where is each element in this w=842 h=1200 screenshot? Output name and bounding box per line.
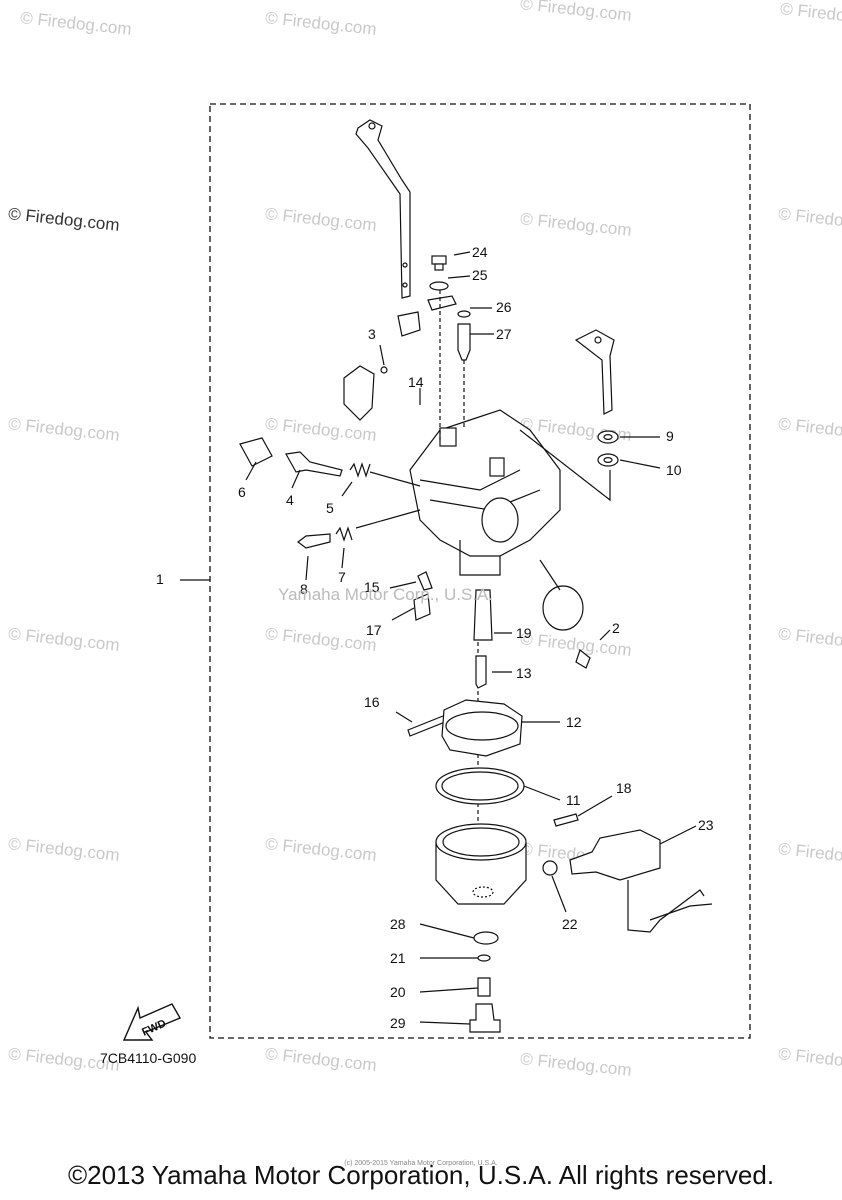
- diagram-watermark: Yamaha Motor Corp., U.S.A.: [278, 585, 494, 604]
- washer-22: [542, 860, 558, 876]
- diaphragm-cover: [542, 585, 584, 631]
- screw-8: [297, 533, 331, 549]
- callout-2: 2: [612, 620, 620, 636]
- jet-13: [475, 655, 487, 689]
- plate-25b: [427, 295, 457, 311]
- washer-25: [429, 281, 449, 291]
- callout-3: 3: [368, 326, 376, 342]
- callout-17: 17: [366, 622, 382, 638]
- assembly-boundary: [209, 103, 751, 1039]
- jet-27: [457, 323, 471, 361]
- callout-19: 19: [516, 625, 532, 641]
- carburetor-body: [409, 409, 561, 557]
- callout-4: 4: [286, 492, 294, 508]
- callout-28: 28: [390, 916, 406, 932]
- callout-22: 22: [562, 916, 578, 932]
- callout-25: 25: [472, 267, 488, 283]
- callout-29: 29: [390, 1015, 406, 1031]
- fwd-arrow-icon: [122, 1003, 182, 1041]
- spring-20: [477, 977, 491, 997]
- callout-10: 10: [666, 462, 682, 478]
- drawing-code: 7CB4110-G090: [100, 1050, 197, 1066]
- needle-4: [285, 451, 343, 477]
- callout-24: 24: [472, 244, 488, 260]
- callout-12: 12: [566, 714, 582, 730]
- callout-23: 23: [698, 817, 714, 833]
- drain-screw-29: [469, 1003, 501, 1033]
- screw-24: [431, 255, 447, 271]
- washer-28: [473, 931, 499, 945]
- callout-18: 18: [616, 780, 632, 796]
- oring-21: [477, 954, 491, 962]
- gasket-11: [435, 767, 525, 805]
- nozzle-19: [473, 589, 493, 641]
- throttle-lever: [574, 329, 615, 415]
- callout-16: 16: [364, 694, 380, 710]
- copyright-footer: ©2013 Yamaha Motor Corporation, U.S.A. A…: [67, 1160, 775, 1190]
- callout-14: 14: [408, 374, 424, 390]
- callout-21: 21: [390, 950, 406, 966]
- callout-11: 11: [566, 792, 581, 808]
- solenoid-23: [569, 829, 661, 881]
- washer-9: [597, 430, 619, 444]
- clip-17: [413, 593, 431, 621]
- tiny-copyright: (c) 2005-2015 Yamaha Motor Corporation, …: [344, 1160, 498, 1167]
- needle-15: [417, 571, 433, 591]
- throttle-bracket: [355, 119, 411, 299]
- callout-26: 26: [496, 299, 512, 315]
- spring-7: [335, 526, 353, 542]
- float-12: [441, 699, 523, 757]
- callout-9: 9: [666, 428, 674, 444]
- oring-26: [457, 310, 471, 318]
- screw-2: [575, 648, 591, 669]
- callout-13: 13: [516, 665, 532, 681]
- callout-1: 1: [156, 571, 164, 587]
- callout-5: 5: [326, 500, 334, 516]
- callout-27: 27: [496, 326, 512, 342]
- choke-plate: [343, 365, 375, 421]
- spring-5: [349, 462, 371, 478]
- washer-10: [597, 453, 619, 467]
- callout-6: 6: [238, 484, 246, 500]
- knob-6: [239, 437, 273, 467]
- screw-18: [553, 813, 579, 827]
- cap: [397, 311, 421, 337]
- callout-15: 15: [364, 579, 380, 595]
- callout-8: 8: [300, 581, 308, 597]
- callout-20: 20: [390, 984, 406, 1000]
- callout-7: 7: [338, 569, 346, 585]
